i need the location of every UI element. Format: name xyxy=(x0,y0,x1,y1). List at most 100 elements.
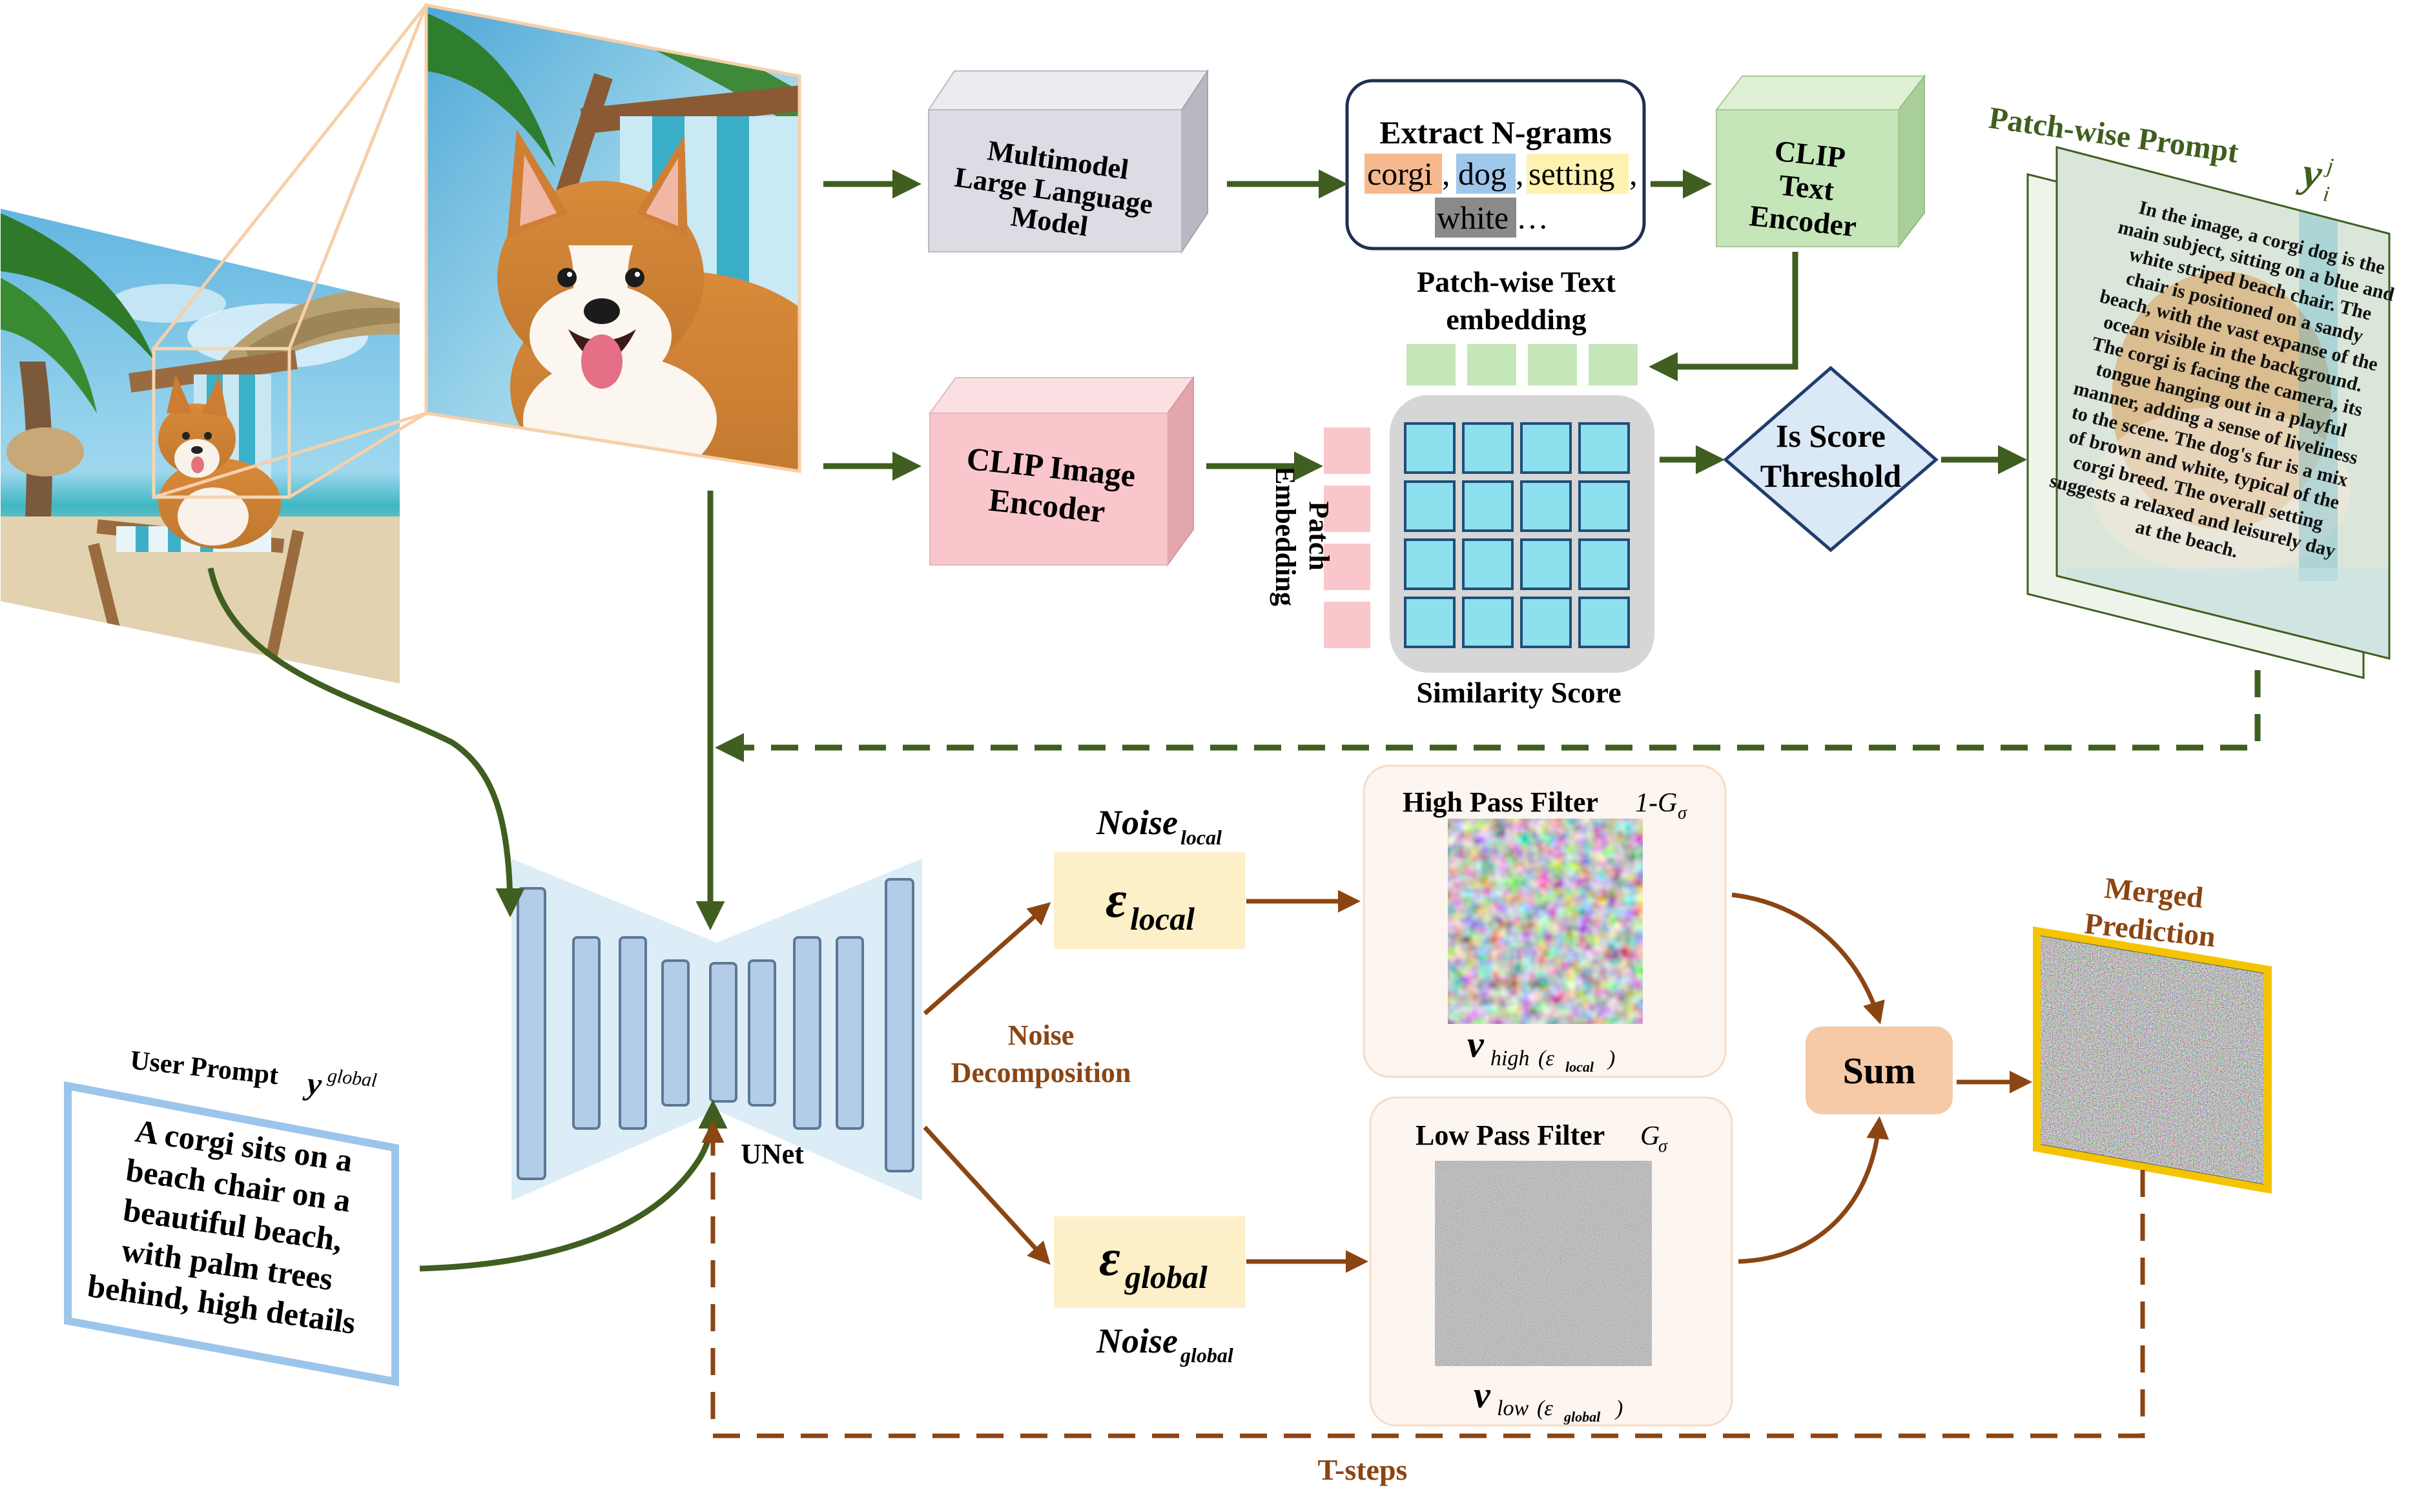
similarity-cell xyxy=(1578,538,1630,590)
eps-global-symbol: ε xyxy=(1099,1230,1120,1287)
noise-local-sub: local xyxy=(1180,826,1222,849)
eps-local-symbol: ε xyxy=(1106,872,1127,928)
eps-local-sub: local xyxy=(1130,901,1195,937)
noise-global-sub: global xyxy=(1180,1343,1233,1367)
merged-noise-image xyxy=(2041,936,2264,1184)
low-pass-close: ) xyxy=(1614,1396,1623,1420)
merged-prediction: Merged Prediction xyxy=(2033,871,2272,1194)
high-pass-close: ) xyxy=(1607,1047,1615,1070)
clip-text-line2: Text xyxy=(1777,169,1836,207)
noise-local-label: Noise local xyxy=(1096,803,1222,849)
low-pass-filter-panel: Low Pass Filter G σ v low (ε global ) xyxy=(1369,1096,1733,1427)
high-pass-noise-image xyxy=(1448,819,1643,1024)
ngram-title: Extract N-grams xyxy=(1379,114,1612,150)
patch-text-embedding-line1: Patch-wise Text xyxy=(1417,265,1616,298)
patch-prompt-sup: j xyxy=(2323,154,2334,179)
multimodal-llm-box: Multimodel Large Language Model xyxy=(927,68,1209,254)
noise-decomposition-label: Noise Decomposition xyxy=(951,1019,1131,1088)
text-embed-cell xyxy=(1528,344,1577,385)
similarity-cell xyxy=(1520,597,1572,648)
low-pass-v: v xyxy=(1474,1374,1491,1416)
arrow-cliptext-to-embedding xyxy=(1649,252,1798,382)
low-pass-open: (ε xyxy=(1537,1396,1553,1420)
user-prompt-panel: User Prompt y global A corgi sits on a b… xyxy=(64,1045,399,1387)
clip-text-encoder-box: CLIP Text Encoder xyxy=(1714,74,1926,249)
similarity-cell xyxy=(1404,422,1456,474)
unet-bar xyxy=(619,936,647,1130)
patch-text-embedding-line2: embedding xyxy=(1446,303,1586,336)
unet-bar xyxy=(661,959,690,1107)
patch-embed-cell xyxy=(1324,485,1370,532)
arrow-unet-to-eps-global xyxy=(923,1125,1051,1265)
patch-embedding-line1: Patch xyxy=(1303,501,1335,571)
similarity-cell xyxy=(1520,538,1572,590)
ngram-comma-1: , xyxy=(1442,156,1450,192)
similarity-cells xyxy=(1404,422,1630,648)
patch-embed-cell xyxy=(1324,544,1370,590)
arrow-highpass-to-sum xyxy=(1731,892,1885,1025)
similarity-cell xyxy=(1520,422,1572,474)
ngram-word-corgi: corgi xyxy=(1367,156,1433,192)
high-pass-v: v xyxy=(1467,1023,1485,1065)
zoom-region xyxy=(152,347,291,499)
eps-global-sub: global xyxy=(1124,1259,1208,1295)
threshold-line1: Is Score xyxy=(1776,418,1886,454)
ngram-word-dog: dog xyxy=(1458,156,1507,192)
low-pass-noise-image xyxy=(1435,1161,1652,1366)
similarity-cell xyxy=(1462,480,1514,532)
arrow-unet-to-eps-local xyxy=(923,902,1051,1016)
high-pass-formula: 1-G xyxy=(1635,788,1677,818)
unet-label: UNet xyxy=(741,1138,804,1170)
similarity-cell xyxy=(1520,480,1572,532)
patch-embed-cell xyxy=(1324,602,1370,648)
user-prompt-title: User Prompt xyxy=(129,1045,280,1090)
ngram-highlight-setting xyxy=(1527,154,1629,194)
unet-bar xyxy=(572,936,601,1130)
merged-line1: Merged xyxy=(2103,871,2205,914)
low-pass-formula: G xyxy=(1640,1121,1660,1151)
similarity-cell xyxy=(1578,480,1630,532)
noise-decomposition-line2: Decomposition xyxy=(951,1057,1131,1088)
user-prompt-symbol: y xyxy=(302,1065,324,1103)
ngram-ellipsis: … xyxy=(1516,199,1549,236)
zoomed-corgi-image xyxy=(424,3,801,473)
ngram-comma-3: , xyxy=(1629,156,1638,192)
patch-prompt-symbol: y xyxy=(2295,148,2325,198)
ngram-highlight-white xyxy=(1435,198,1516,238)
noise-local-main: Noise xyxy=(1096,803,1178,842)
unet-bar xyxy=(709,962,737,1103)
zoom-connectors xyxy=(152,4,428,499)
high-pass-filter-panel: High Pass Filter 1-G σ v high (ε local ) xyxy=(1363,764,1727,1078)
arrow-tsteps-loop xyxy=(701,1120,2145,1438)
sum-box: Sum xyxy=(1806,1027,1953,1114)
arrow-input-to-unet xyxy=(207,567,525,917)
high-pass-sigma: σ xyxy=(1678,803,1687,823)
unet-bar xyxy=(517,887,546,1180)
similarity-cell xyxy=(1404,538,1456,590)
eps-local-box: ε local xyxy=(1054,852,1245,949)
similarity-cell xyxy=(1404,597,1456,648)
similarity-cell xyxy=(1578,422,1630,474)
clip-image-encoder-box: CLIP Image Encoder xyxy=(929,375,1195,567)
eps-global-box: ε global xyxy=(1054,1216,1245,1308)
ngram-highlight-corgi xyxy=(1364,154,1442,194)
arrow-lowpass-to-sum xyxy=(1738,1116,1889,1264)
noise-global-label: Noise global xyxy=(1096,1322,1233,1367)
low-pass-inner-sub: global xyxy=(1563,1409,1601,1425)
patch-wise-prompt-panel: Patch-wise Prompt y i j In the image, a … xyxy=(1987,101,2396,679)
unet-bar xyxy=(885,878,914,1172)
brown-arrows xyxy=(701,890,2145,1438)
arrow-patch-prompt-feedback xyxy=(715,670,2261,762)
low-pass-sigma: σ xyxy=(1658,1136,1668,1156)
similarity-cell xyxy=(1578,597,1630,648)
user-prompt-box xyxy=(64,1081,399,1387)
clip-text-line1: CLIP xyxy=(1773,134,1848,174)
threshold-line2: Threshold xyxy=(1760,458,1902,494)
ngram-box: Extract N-grams corgi , dog , setting , … xyxy=(1345,79,1646,250)
noise-decomposition-line1: Noise xyxy=(1008,1019,1075,1051)
ngram-word-setting: setting xyxy=(1529,156,1614,192)
unet-bar xyxy=(836,936,864,1130)
score-threshold-diamond: Is Score Threshold xyxy=(1723,365,1939,553)
